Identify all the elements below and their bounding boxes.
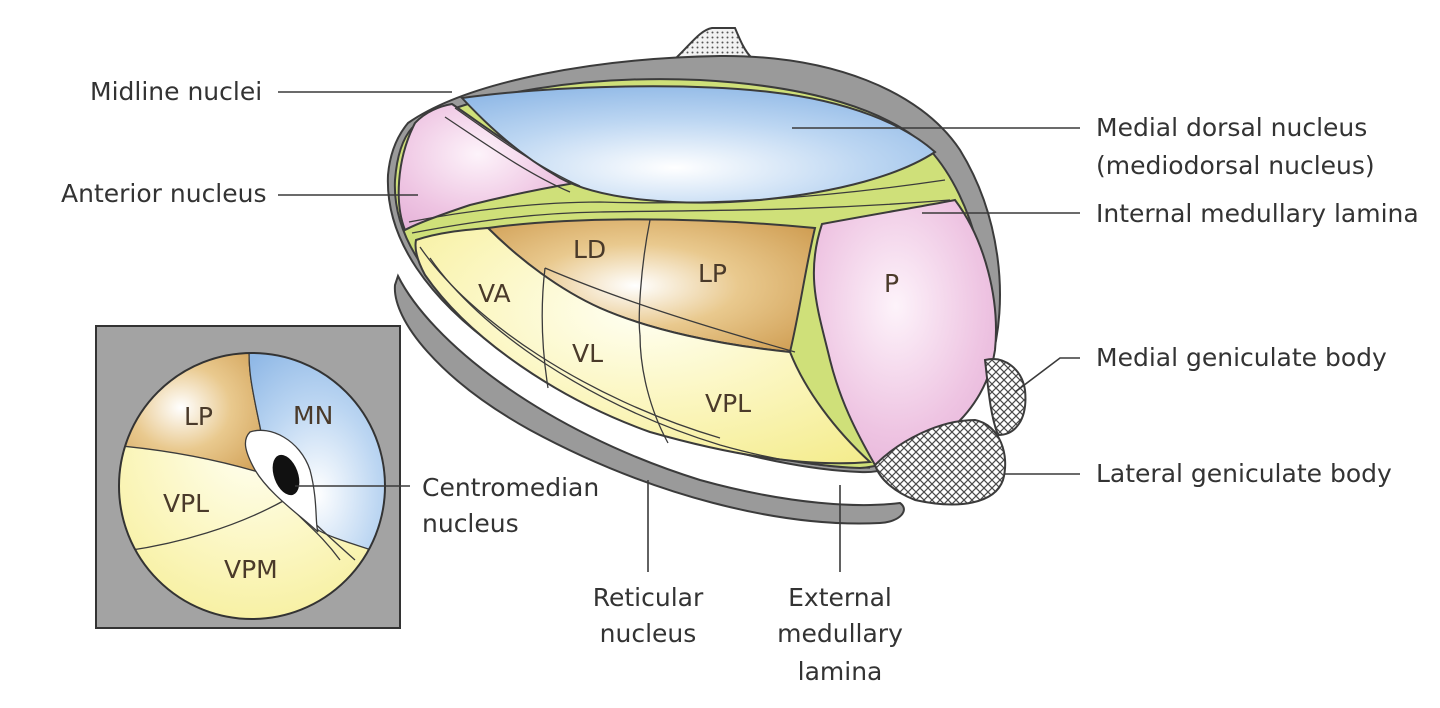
label-lp: LP [698,259,727,288]
label-anterior-nucleus: Anterior nucleus [61,179,267,208]
inset-label-vpm: VPM [224,555,278,584]
label-centromedian-2: nucleus [422,509,519,538]
inset-label-lp: LP [184,402,213,431]
label-vl: VL [572,339,603,368]
thalamus-main: VA LD LP VL VPL P [386,27,1027,525]
label-reticular-2: nucleus [600,619,697,648]
inset-label-vpl: VPL [163,489,209,518]
label-external-3: lamina [798,657,883,686]
label-p: P [884,269,899,298]
label-midline-nuclei: Midline nuclei [90,77,262,106]
leader-lines [278,91,1080,572]
label-centromedian-1: Centromedian [422,473,599,502]
inset-label-mn: MN [293,401,333,430]
centromedian-nucleus-dot [272,454,300,496]
medial-dorsal-shape [459,85,937,204]
label-external-2: medullary [777,619,903,648]
cross-section-inset: LP MN VPL VPM [95,325,401,629]
labels: Midline nuclei Anterior nucleus Medial d… [61,77,1419,686]
label-ld: LD [573,235,606,264]
label-vpl: VPL [705,389,751,418]
medial-geniculate-shape [983,358,1027,437]
label-lateral-geniculate-body: Lateral geniculate body [1096,459,1392,488]
reticular-nucleus-shape [393,273,905,525]
ventral-nuclei-shape [414,226,873,465]
label-va: VA [478,279,511,308]
lateral-geniculate-shape [873,418,1007,506]
label-medial-geniculate-body: Medial geniculate body [1096,343,1387,372]
label-external-1: External [788,583,892,612]
label-reticular-1: Reticular [593,583,704,612]
label-internal-medullary-lamina: Internal medullary lamina [1096,199,1419,228]
label-medial-dorsal-2: (mediodorsal nucleus) [1096,151,1375,180]
label-medial-dorsal-1: Medial dorsal nucleus [1096,113,1367,142]
anterior-nucleus-shape [397,102,579,232]
stalk-shape [673,27,755,59]
pulvinar-shape [812,198,997,467]
